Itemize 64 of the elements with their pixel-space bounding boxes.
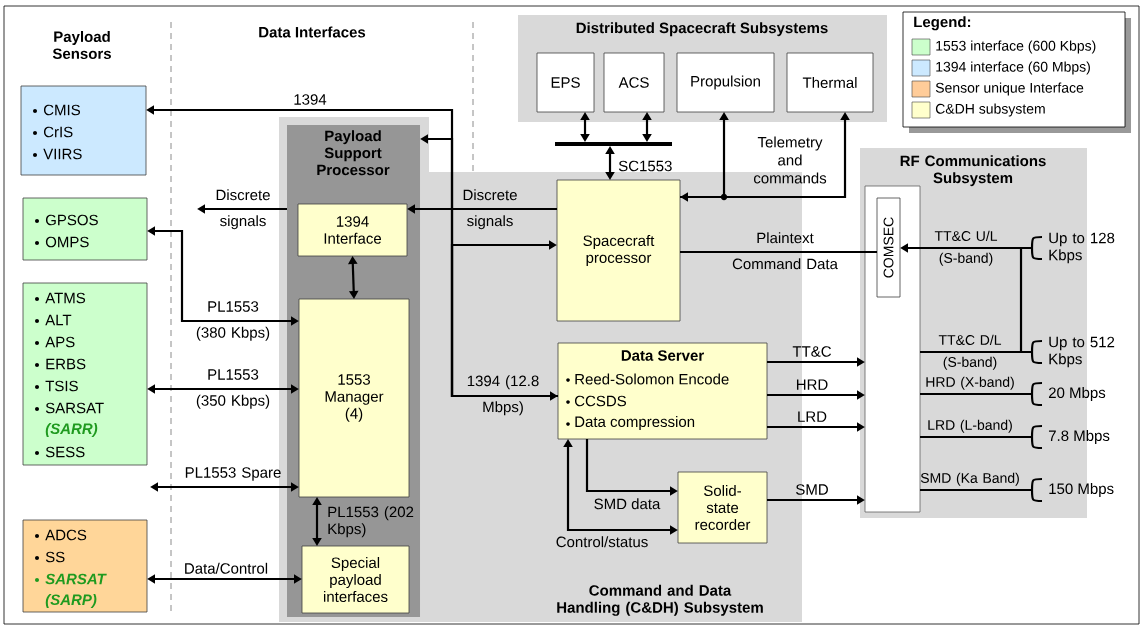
edge-label: SMD (Ka Band) [920, 472, 1019, 486]
process-box: Spacecraft processor [556, 179, 681, 322]
column-heading: Data Interfaces [259, 26, 366, 38]
arrow [450, 240, 558, 398]
antenna-symbol [1030, 477, 1042, 503]
data-rate-label: Up to 128 Kbps [1049, 232, 1115, 264]
connector-line [1019, 246, 1032, 354]
sensor-list-box: CMIS CrIS VIIRS [20, 85, 147, 176]
edge-label: Plaintext Command Data [732, 232, 838, 270]
edge-label: Discrete signals [463, 189, 517, 230]
edge-label: SC1553 [618, 160, 672, 172]
edge-label: SMD [796, 484, 828, 495]
process-box: Solid-state recorder [677, 471, 768, 544]
data-rate-label: 150 Mbps [1049, 483, 1114, 497]
legend-entry: 1553 interface (600 Kbps) [911, 38, 1096, 56]
sensor-list-box: ATMS ALT APS ERBS TSIS SARSAT (SARR) SESS [22, 282, 148, 466]
edge-label: Control/status [556, 536, 648, 548]
data-rate-label: Up to 512 Kbps [1049, 336, 1115, 368]
process-box: 1553 Manager (4) [298, 298, 410, 498]
data-rate-label: 7.8 Mbps [1049, 430, 1110, 444]
edge-label: Telemetry and commands [753, 136, 827, 184]
subsystem-box: Thermal [786, 52, 874, 113]
edge-label: Data/Control [185, 562, 268, 574]
connector-line [920, 488, 1032, 492]
node-label: Payload Support Processor [317, 130, 390, 176]
subsystem-box: ACS [603, 52, 665, 113]
comsec-box: COMSEC [876, 197, 901, 298]
antenna-symbol [1030, 339, 1042, 365]
legend-entry: 1394 interface (60 Mbps) [911, 59, 1090, 77]
rate-label: 1394 (12.8 Mbps) [467, 375, 539, 416]
edge-label: TT&C U/L (S-band) [934, 230, 998, 266]
edge-label: PL1553 (350 Kbps) [196, 369, 270, 409]
sensor-list-box: ADCS SS SARSAT (SARP) [22, 519, 148, 613]
connector-line [920, 392, 1032, 396]
process-box: 1394 Interface [297, 203, 408, 257]
server-box: Data Server Reed-Solomon Encode CCSDS Data compression [557, 342, 768, 440]
legend-entry: Sensor unique Interface [911, 80, 1084, 98]
edge-label: PL1553 (202 Kbps) [328, 506, 414, 538]
edge-label: TT&C D/L (S-band) [938, 334, 1002, 370]
legend-entry: C&DH subsystem [911, 101, 1045, 119]
antenna-symbol [1030, 381, 1042, 407]
edge-label: 1394 [294, 94, 327, 105]
connector-line [680, 250, 877, 254]
antenna-symbol [1030, 424, 1042, 450]
edge-label: LRD [798, 411, 827, 422]
subsystem-box: Propulsion [676, 52, 775, 113]
edge-label: HRD (X-band) [926, 376, 1014, 390]
process-box: Special payload interfaces [301, 545, 410, 614]
data-rate-label: 20 Mbps [1048, 387, 1106, 401]
edge-label: LRD (L-band) [928, 419, 1012, 433]
column-heading: Payload Sensors [52, 31, 111, 59]
edge-label: SMD data [594, 498, 661, 510]
subsystem-box: EPS [536, 52, 595, 113]
node-label: Command and Data Handling (C&DH) Subsystem [557, 584, 763, 616]
edge-label: HRD [797, 379, 828, 390]
sensor-list-box: GPSOS OMPS [22, 197, 148, 261]
legend-title: Legend: [914, 16, 971, 31]
connector-line [920, 435, 1032, 439]
antenna-symbol [1030, 235, 1042, 261]
edge-label: TT&C [792, 346, 831, 357]
edge-label: PL1553 Spare [185, 467, 281, 481]
edge-label: Discrete signals [216, 189, 270, 230]
edge-label: PL1553 (380 Kbps) [196, 301, 270, 341]
connector-line [920, 350, 1032, 354]
